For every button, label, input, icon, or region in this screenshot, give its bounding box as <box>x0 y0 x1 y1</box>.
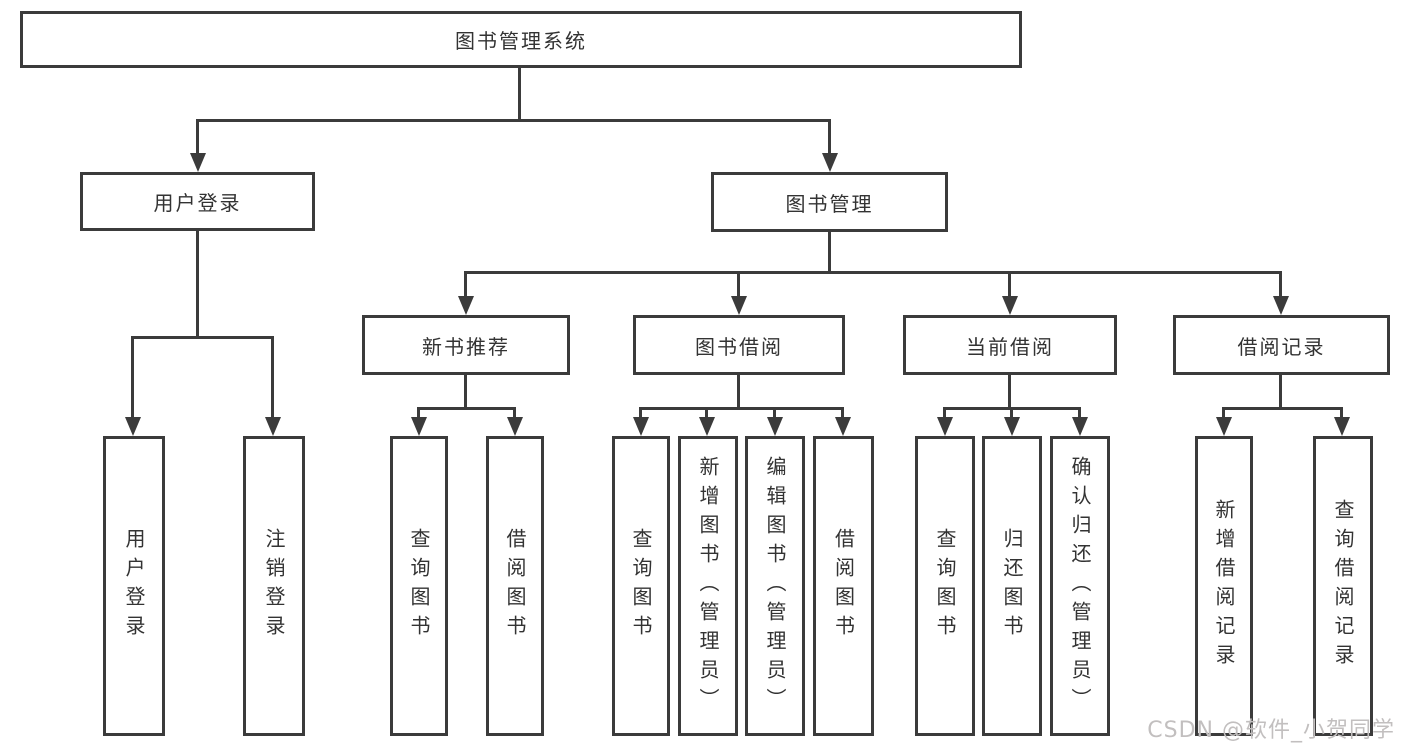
node-label: 编辑图书（管理员） <box>763 455 787 717</box>
connector-manage-split <box>464 271 1282 274</box>
node-borrow-records: 借阅记录 <box>1173 315 1390 375</box>
node-query-books-1: 查询图书 <box>390 436 448 736</box>
connector-drop <box>841 407 844 418</box>
connector-manage-stem <box>828 232 831 271</box>
arrow-down-icon <box>411 417 427 436</box>
node-label: 当前借阅 <box>966 334 1054 359</box>
node-add-borrow-record: 新增借阅记录 <box>1195 436 1253 736</box>
arrow-down-icon <box>1002 296 1018 315</box>
node-label: 用户登录 <box>153 191 242 215</box>
node-label: 图书借阅 <box>695 334 783 359</box>
arrow-down-icon <box>835 417 851 436</box>
node-new-book-recommend: 新书推荐 <box>362 315 570 375</box>
node-current-borrow: 当前借阅 <box>903 315 1117 375</box>
arrow-down-icon <box>822 153 838 172</box>
node-root: 图书管理系统 <box>20 11 1022 68</box>
connector-drop-login-leaf-2 <box>271 339 274 418</box>
node-borrow-books-1: 借阅图书 <box>486 436 544 736</box>
node-label: 查询图书 <box>933 528 957 644</box>
connector-newbook-split <box>417 407 516 410</box>
arrow-down-icon <box>731 296 747 315</box>
node-book-borrow: 图书借阅 <box>633 315 845 375</box>
connector-drop <box>1010 407 1013 418</box>
node-book-management: 图书管理 <box>711 172 948 232</box>
node-query-borrow-record: 查询借阅记录 <box>1313 436 1373 736</box>
arrow-down-icon <box>507 417 523 436</box>
node-add-books-admin: 新增图书（管理员） <box>678 436 738 736</box>
node-label: 归还图书 <box>1000 528 1024 644</box>
connector-drop <box>513 407 516 418</box>
arrow-down-icon <box>458 296 474 315</box>
connector-drop <box>1078 407 1081 418</box>
node-edit-books-admin: 编辑图书（管理员） <box>745 436 805 736</box>
node-label: 图书管理 <box>785 191 874 216</box>
connector-drop <box>1222 407 1225 418</box>
connector-drop <box>943 407 946 418</box>
node-label: 新书推荐 <box>422 334 510 359</box>
connector-borrowrecords-split <box>1222 407 1343 410</box>
node-logout: 注销登录 <box>243 436 305 736</box>
node-return-books: 归还图书 <box>982 436 1042 736</box>
connector-bookborrow-stem <box>737 375 740 407</box>
connector-drop-borrow-records <box>1279 274 1282 298</box>
node-label: 查询图书 <box>407 528 431 644</box>
node-label: 借阅记录 <box>1237 334 1326 359</box>
connector-newbook-stem <box>464 375 467 407</box>
node-user-login-leaf: 用户登录 <box>103 436 165 736</box>
arrow-down-icon <box>1004 417 1020 436</box>
node-label: 确认归还（管理员） <box>1068 455 1092 717</box>
node-label: 新增借阅记录 <box>1212 499 1236 673</box>
connector-currentborrow-stem <box>1008 375 1011 407</box>
connector-borrowrecords-stem <box>1279 375 1282 407</box>
node-label: 用户登录 <box>122 528 146 644</box>
arrow-down-icon <box>125 417 141 436</box>
node-label: 图书管理系统 <box>455 29 587 53</box>
node-user-login: 用户登录 <box>80 172 315 231</box>
csdn-watermark: CSDN @软件_小贺同学 <box>1147 718 1395 743</box>
connector-drop-user-login <box>196 122 199 155</box>
node-label: 新增图书（管理员） <box>696 455 720 717</box>
connector-drop <box>417 407 420 418</box>
node-label: 借阅图书 <box>503 528 527 644</box>
arrow-down-icon <box>767 417 783 436</box>
node-label: 查询图书 <box>629 528 653 644</box>
connector-root-split <box>196 119 831 122</box>
node-query-books-3: 查询图书 <box>915 436 975 736</box>
connector-login-split <box>131 336 274 339</box>
node-confirm-return-admin: 确认归还（管理员） <box>1050 436 1110 736</box>
arrow-down-icon <box>1216 417 1232 436</box>
arrow-down-icon <box>190 153 206 172</box>
arrow-down-icon <box>633 417 649 436</box>
connector-drop <box>639 407 642 418</box>
arrow-down-icon <box>699 417 715 436</box>
connector-drop-book-management <box>828 122 831 155</box>
connector-login-stem <box>196 231 199 336</box>
connector-drop-login-leaf-1 <box>131 339 134 418</box>
node-label: 注销登录 <box>262 528 286 644</box>
connector-drop-current-borrow <box>1008 274 1011 298</box>
connector-drop-book-borrow <box>737 274 740 298</box>
connector-drop <box>773 407 776 418</box>
connector-bookborrow-split <box>639 407 843 410</box>
node-query-books-2: 查询图书 <box>612 436 670 736</box>
node-borrow-books-2: 借阅图书 <box>813 436 874 736</box>
node-label: 查询借阅记录 <box>1331 499 1355 673</box>
node-label: 借阅图书 <box>831 528 856 644</box>
connector-drop-new-book <box>464 274 467 298</box>
connector-drop <box>705 407 708 418</box>
arrow-down-icon <box>1273 296 1289 315</box>
arrow-down-icon <box>1072 417 1088 436</box>
connector-drop <box>1340 407 1343 418</box>
connector-root-stem <box>518 68 521 119</box>
arrow-down-icon <box>937 417 953 436</box>
arrow-down-icon <box>265 417 281 436</box>
arrow-down-icon <box>1334 417 1350 436</box>
